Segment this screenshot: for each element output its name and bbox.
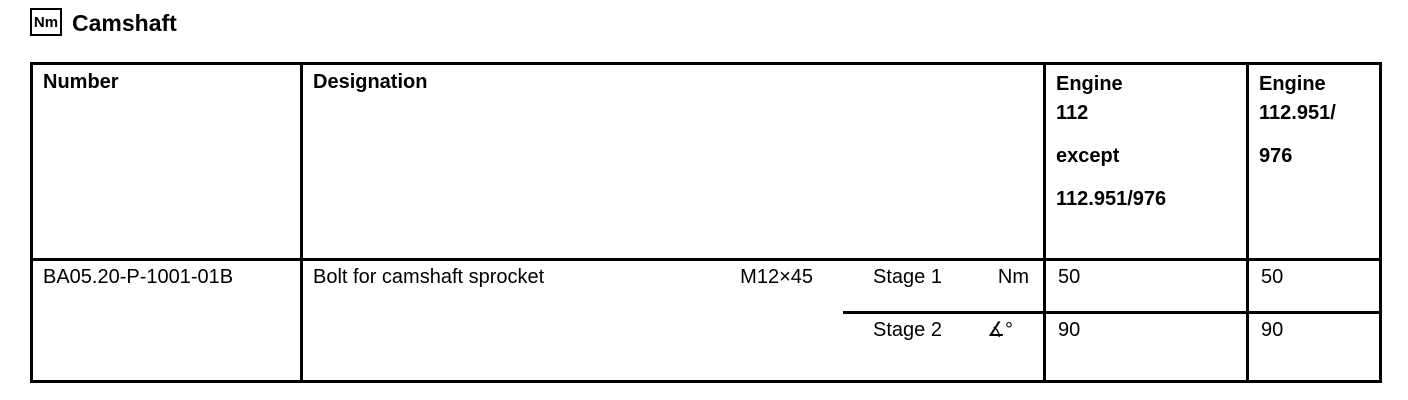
stage-2-cell: Stage 2 ∡° xyxy=(843,314,1043,380)
column-header-number: Number xyxy=(33,65,303,261)
thread-size: M12×45 xyxy=(740,266,813,288)
stage-2-value-engine-112-except: 90 xyxy=(1043,314,1246,380)
stage-1-label: Stage 1 xyxy=(873,266,942,288)
designation-cell: Bolt for camshaft sprocket M12×45 xyxy=(303,261,843,380)
stage-1-value-engine-112-951-976: 50 xyxy=(1246,261,1379,314)
column-header-designation: Designation xyxy=(303,65,1043,261)
column-header-engine-112-951-976: Engine 112.951/976 xyxy=(1246,65,1379,261)
stage-1-value-engine-112-except: 50 xyxy=(1043,261,1246,314)
stage-2-unit: ∡° xyxy=(987,319,1013,341)
page-header: Nm Camshaft xyxy=(30,8,177,36)
stage-1-cell: Stage 1 Nm xyxy=(843,261,1043,314)
stage-2-label: Stage 2 xyxy=(873,319,942,341)
number-cell: BA05.20-P-1001-01B xyxy=(33,261,303,380)
designation-text: Bolt for camshaft sprocket xyxy=(313,266,545,288)
torque-nm-icon: Nm xyxy=(30,8,62,36)
page-title: Camshaft xyxy=(72,9,177,36)
stage-2-value-engine-112-951-976: 90 xyxy=(1246,314,1379,380)
stage-1-unit: Nm xyxy=(997,266,1029,288)
